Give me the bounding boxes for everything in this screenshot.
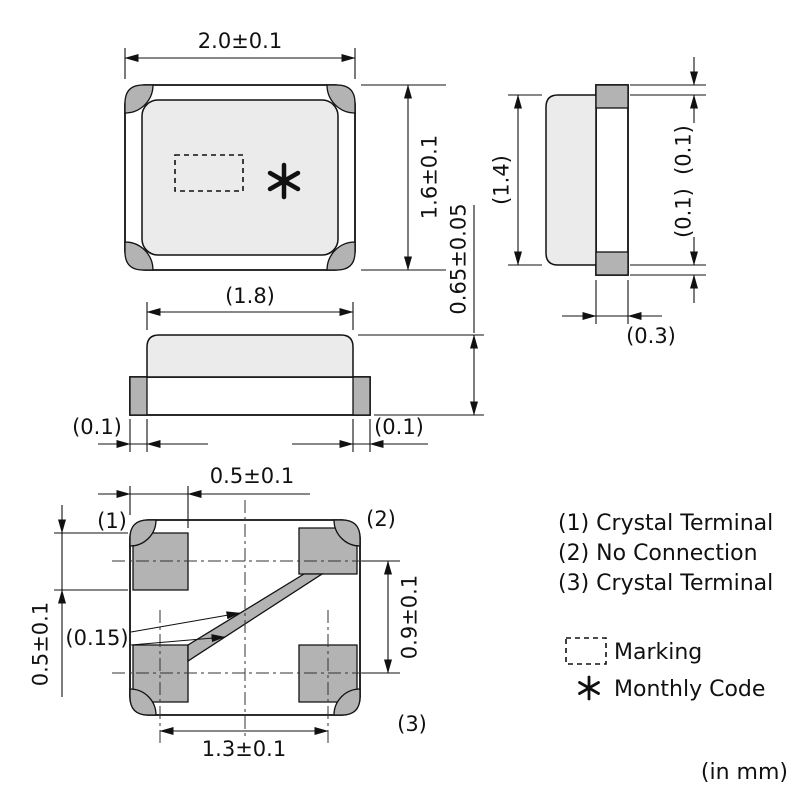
- dim-pad-pitch-vertical: 0.9±0.1: [397, 575, 421, 659]
- castellation-top-left: [124, 84, 154, 114]
- package-body-side: [545, 94, 597, 266]
- dim-bottom-terminal: (0.1): [671, 188, 695, 238]
- castellation-bottom-right: [326, 241, 356, 271]
- base-column: [595, 84, 629, 276]
- leader-arrow: [130, 634, 226, 646]
- dim-top-width: 2.0±0.1: [198, 29, 282, 53]
- monthly-code-asterisk-icon: [267, 162, 301, 200]
- asterisk-icon: [578, 675, 600, 701]
- front-view: (1.8) (0.1) (0.1) 0.65±0.05: [72, 203, 484, 452]
- legend: (1) Crystal Terminal (2) No Connection (…: [558, 511, 788, 785]
- units-note: (in mm): [701, 760, 788, 785]
- dim-body-width: (1.8): [225, 284, 275, 308]
- legend-pin1: (1) Crystal Terminal: [558, 511, 773, 536]
- dim-top-terminal: (0.1): [671, 125, 695, 175]
- leader-arrow: [130, 611, 241, 633]
- castellation-bottom-left: [129, 688, 157, 716]
- castellation-top-right: [333, 519, 361, 547]
- dim-terminal-left: (0.1): [72, 415, 122, 439]
- castellation-top-right: [326, 84, 356, 114]
- dim-top-height: 1.6±0.1: [417, 135, 441, 219]
- dim-pad-pitch-horizontal: 1.3±0.1: [202, 737, 286, 761]
- pin-1-label: (1): [97, 509, 127, 533]
- castellation-bottom-left: [124, 241, 154, 271]
- dim-pad-height: 0.5±0.1: [28, 602, 52, 686]
- top-view: 2.0±0.1 1.6±0.1: [124, 29, 446, 271]
- legend-pin2: (2) No Connection: [558, 541, 758, 566]
- legend-monthly-code: Monthly Code: [614, 677, 765, 702]
- marking-area: [174, 154, 244, 192]
- castellation-top-left: [129, 519, 157, 547]
- legend-marking: Marking: [614, 640, 702, 665]
- terminal-right: [352, 376, 371, 416]
- pin-2-label: (2): [366, 507, 396, 531]
- package-body: [146, 334, 354, 378]
- terminal-left: [129, 376, 148, 416]
- dim-trace-width: (0.15): [65, 626, 128, 650]
- dim-total-height: 0.65±0.05: [446, 203, 470, 314]
- pin-3-label: (3): [397, 712, 427, 736]
- side-view: (1.4) (0.1) (0.1) (0.3): [489, 57, 706, 348]
- terminal-cap-bottom: [595, 251, 629, 276]
- legend-pin3: (3) Crystal Terminal: [558, 571, 773, 596]
- marking-legend-icon: [565, 637, 607, 665]
- castellation-bottom-right: [333, 688, 361, 716]
- ceramic-base: [129, 376, 371, 416]
- dim-base-width: (0.3): [626, 324, 676, 348]
- dim-side-height: (1.4): [489, 155, 513, 205]
- dim-pad-width: 0.5±0.1: [210, 464, 294, 488]
- package-lid: [141, 99, 339, 256]
- terminal-cap-top: [595, 84, 629, 109]
- dim-terminal-right: (0.1): [374, 415, 424, 439]
- bottom-view: 0.5±0.1 0.5±0.1 0.9±0.1 1.3±0.1 (0.15) (…: [28, 464, 427, 761]
